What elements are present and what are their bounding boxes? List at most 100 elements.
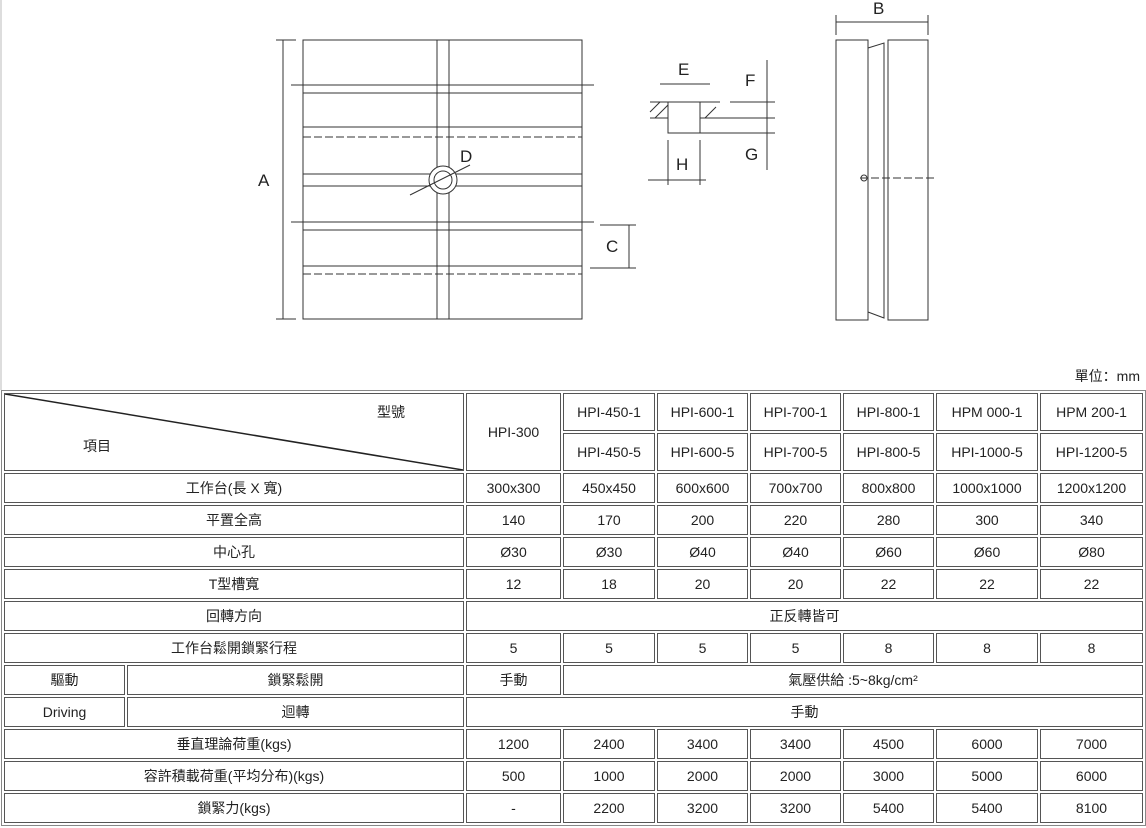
cell: Ø30 xyxy=(466,537,561,567)
header-model: 型號 xyxy=(377,404,405,420)
top-view xyxy=(276,39,636,320)
cell: 340 xyxy=(1040,505,1143,535)
cell: 8100 xyxy=(1040,793,1143,823)
label-d: D xyxy=(460,147,472,166)
model-header: HPI-1200-5 xyxy=(1040,433,1143,471)
cell: 20 xyxy=(750,569,841,599)
cell: 3200 xyxy=(657,793,748,823)
cell: 6000 xyxy=(1040,761,1143,791)
model-header: HPM 000-1 xyxy=(936,393,1038,431)
cell: 450x450 xyxy=(563,473,655,503)
cell: 22 xyxy=(843,569,934,599)
table-row: 驅動 鎖緊鬆開 手動 氣壓供給 :5~8kg/cm² xyxy=(4,665,1143,695)
cell: 500 xyxy=(466,761,561,791)
cell: 8 xyxy=(843,633,934,663)
cell: 1000 xyxy=(563,761,655,791)
cell: - xyxy=(466,793,561,823)
cell: 22 xyxy=(1040,569,1143,599)
cell: 700x700 xyxy=(750,473,841,503)
cell: 5 xyxy=(750,633,841,663)
cell: 8 xyxy=(1040,633,1143,663)
row-value: 正反轉皆可 xyxy=(466,601,1143,631)
model-header: HPM 200-1 xyxy=(1040,393,1143,431)
label-g: G xyxy=(745,145,758,164)
table-row: Driving 迴轉 手動 xyxy=(4,697,1143,727)
model-header: HPI-700-5 xyxy=(750,433,841,471)
model-header: HPI-800-5 xyxy=(843,433,934,471)
cell: 2000 xyxy=(750,761,841,791)
cell: 1200 xyxy=(466,729,561,759)
model-header: HPI-450-1 xyxy=(563,393,655,431)
header-hpi300: HPI-300 xyxy=(466,393,561,471)
cell: 5 xyxy=(657,633,748,663)
model-header: HPI-1000-5 xyxy=(936,433,1038,471)
cell: 1000x1000 xyxy=(936,473,1038,503)
cell: 7000 xyxy=(1040,729,1143,759)
label-h: H xyxy=(676,155,688,174)
model-header: HPI-800-1 xyxy=(843,393,934,431)
cell: 220 xyxy=(750,505,841,535)
cell: 8 xyxy=(936,633,1038,663)
cell: 3200 xyxy=(750,793,841,823)
row-label: 鎖緊力(kgs) xyxy=(4,793,464,823)
cell: 5 xyxy=(466,633,561,663)
technical-drawing: A B C D E F G H xyxy=(258,0,935,321)
cell: 3000 xyxy=(843,761,934,791)
side-view xyxy=(835,15,935,321)
cell: 800x800 xyxy=(843,473,934,503)
table-row: 工作台鬆開鎖緊行程 5 5 5 5 8 8 8 xyxy=(4,633,1143,663)
cell: 300x300 xyxy=(466,473,561,503)
cell: 140 xyxy=(466,505,561,535)
cell: 手動 xyxy=(466,665,561,695)
header-diagonal-cell: 型號 項目 xyxy=(4,393,464,471)
row-label: 工作台鬆開鎖緊行程 xyxy=(4,633,464,663)
cell: 12 xyxy=(466,569,561,599)
spec-table: 型號 項目 HPI-300 HPI-450-1 HPI-600-1 HPI-70… xyxy=(1,390,1146,826)
driving-group-label-en: Driving xyxy=(4,697,125,727)
row-label: 鎖緊鬆開 xyxy=(127,665,464,695)
table-row: 回轉方向 正反轉皆可 xyxy=(4,601,1143,631)
row-label: 迴轉 xyxy=(127,697,464,727)
model-header: HPI-700-1 xyxy=(750,393,841,431)
row-label: 垂直理論荷重(kgs) xyxy=(4,729,464,759)
cell: 氣壓供給 :5~8kg/cm² xyxy=(563,665,1143,695)
cell: 2200 xyxy=(563,793,655,823)
cell: Ø40 xyxy=(750,537,841,567)
cell: Ø80 xyxy=(1040,537,1143,567)
cell: 200 xyxy=(657,505,748,535)
model-header: HPI-600-5 xyxy=(657,433,748,471)
cell: 22 xyxy=(936,569,1038,599)
header-item: 項目 xyxy=(83,438,111,454)
cell: 5 xyxy=(563,633,655,663)
cell: Ø60 xyxy=(843,537,934,567)
cell: 5400 xyxy=(843,793,934,823)
cell: 170 xyxy=(563,505,655,535)
row-label: 容許積載荷重(平均分布)(kgs) xyxy=(4,761,464,791)
cell: 1200x1200 xyxy=(1040,473,1143,503)
row-label: 中心孔 xyxy=(4,537,464,567)
cell: 4500 xyxy=(843,729,934,759)
t-slot-detail xyxy=(648,60,775,185)
cell: 5400 xyxy=(936,793,1038,823)
model-header: HPI-450-5 xyxy=(563,433,655,471)
driving-group-label: 驅動 xyxy=(4,665,125,695)
label-f: F xyxy=(745,71,755,90)
label-a: A xyxy=(258,171,270,190)
page-edge xyxy=(0,0,2,390)
cell: 300 xyxy=(936,505,1038,535)
cell: 手動 xyxy=(466,697,1143,727)
unit-label: 單位：mm xyxy=(1074,368,1140,384)
label-b: B xyxy=(873,0,884,18)
cell: 2000 xyxy=(657,761,748,791)
cell: 6000 xyxy=(936,729,1038,759)
row-label: 回轉方向 xyxy=(4,601,464,631)
cell: Ø40 xyxy=(657,537,748,567)
label-e: E xyxy=(678,60,689,79)
